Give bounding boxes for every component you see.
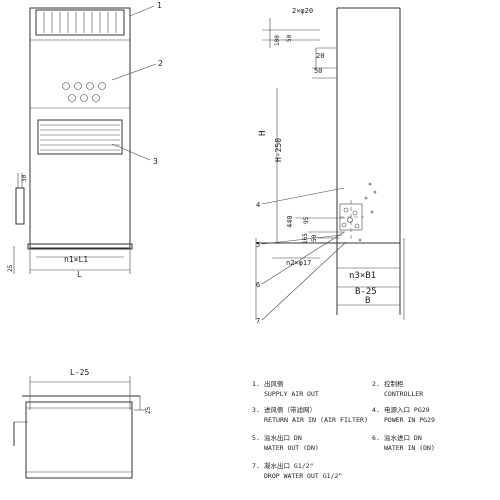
legend: 1. 出风侧 SUPPLY AIR OUT 2. 控制柜 CONTROLLER … [252,379,435,480]
grille-louvers [43,12,117,33]
svg-text:WATER IN (DN): WATER IN (DN) [384,444,435,452]
side-pipe [15,187,25,225]
front-view [13,5,157,274]
top-view [13,376,146,479]
dim-50a: 50 [286,34,293,42]
svg-text:凝水出口 G1/2": 凝水出口 G1/2" [264,461,313,470]
svg-text:RETURN AIR IN (AIR FILTER): RETURN AIR IN (AIR FILTER) [264,416,368,424]
controller-panel [62,82,106,102]
dim-50b: 50 [314,67,322,75]
return-air-filter [37,119,123,155]
dim-n2: n2×φ17 [286,259,311,267]
callout-7: 7 [256,317,260,325]
legend-item-7: 7. 凝水出口 G1/2" DROP WATER OUT G1/2" [252,461,342,480]
dim-h: H [258,131,268,136]
supply-air-grille [35,9,125,36]
legend-item-5: 5. 溢水出口 DN WATER OUT (DN) [252,433,319,452]
svg-text:2.: 2. [372,380,380,388]
svg-text:DROP WATER OUT G1/2": DROP WATER OUT G1/2" [264,472,342,480]
dim-95: 95 [303,216,310,224]
dim-b25: B-25 [355,287,377,297]
svg-text:电源入口 PG29: 电源入口 PG29 [384,405,430,414]
svg-text:溢水进口 DN: 溢水进口 DN [384,433,422,442]
side-view [255,7,405,321]
callout-6: 6 [256,281,260,289]
callout-2: 2 [158,59,163,68]
dim-25: 25 [145,406,152,414]
dim-165: 165 [302,233,309,244]
svg-text:3.: 3. [252,406,260,414]
svg-text:进风侧（带滤网）: 进风侧（带滤网） [264,405,316,414]
cabinet-base [27,243,133,250]
svg-text:溢水出口 DN: 溢水出口 DN [264,433,302,442]
svg-text:1.: 1. [252,380,260,388]
dim-length-label: L [77,270,82,279]
dim-l25: L-25 [70,368,89,377]
legend-item-4: 4. 电源入口 PG29 POWER IN PG29 [372,405,435,424]
dim-n3b1: n3×B1 [349,271,376,281]
dim-50c: 50 [311,234,318,242]
callout-4: 4 [256,201,260,209]
legend-item-1: 1. 出风侧 SUPPLY AIR OUT [252,379,319,398]
dim-side-30: 30 [21,174,28,182]
dim-440: 440 [286,215,294,228]
legend-item-2: 2. 控制柜 CONTROLLER [372,379,423,398]
dim-width-label: n1×L1 [64,255,88,264]
dim-b: B [365,296,370,306]
svg-text:POWER IN PG29: POWER IN PG29 [384,416,435,424]
callout-3: 3 [153,157,158,166]
svg-text:5.: 5. [252,434,260,442]
svg-text:出风侧: 出风侧 [264,379,284,388]
filter-slats [40,124,120,151]
svg-text:控制柜: 控制柜 [384,379,404,388]
svg-text:SUPPLY AIR OUT: SUPPLY AIR OUT [264,390,319,398]
dim-20: 20 [316,52,324,60]
top-outline [25,401,133,479]
svg-text:WATER OUT (DN): WATER OUT (DN) [264,444,319,452]
dim-hole-label: 2×φ20 [292,7,313,15]
dim-h250: H-250 [274,138,283,162]
legend-item-6: 6. 溢水进口 DN WATER IN (DN) [372,433,435,452]
dim-side-25: 25 [7,264,14,272]
callout-5: 5 [256,241,260,249]
svg-text:CONTROLLER: CONTROLLER [384,390,423,398]
connection-block [339,182,377,242]
callout-1: 1 [157,1,162,10]
svg-text:7.: 7. [252,462,260,470]
svg-text:6.: 6. [372,434,380,442]
cabinet-outline [29,7,131,249]
dim-100: 100 [274,35,281,46]
svg-text:4.: 4. [372,406,380,414]
legend-item-3: 3. 进风侧（带滤网） RETURN AIR IN (AIR FILTER) [252,405,368,424]
